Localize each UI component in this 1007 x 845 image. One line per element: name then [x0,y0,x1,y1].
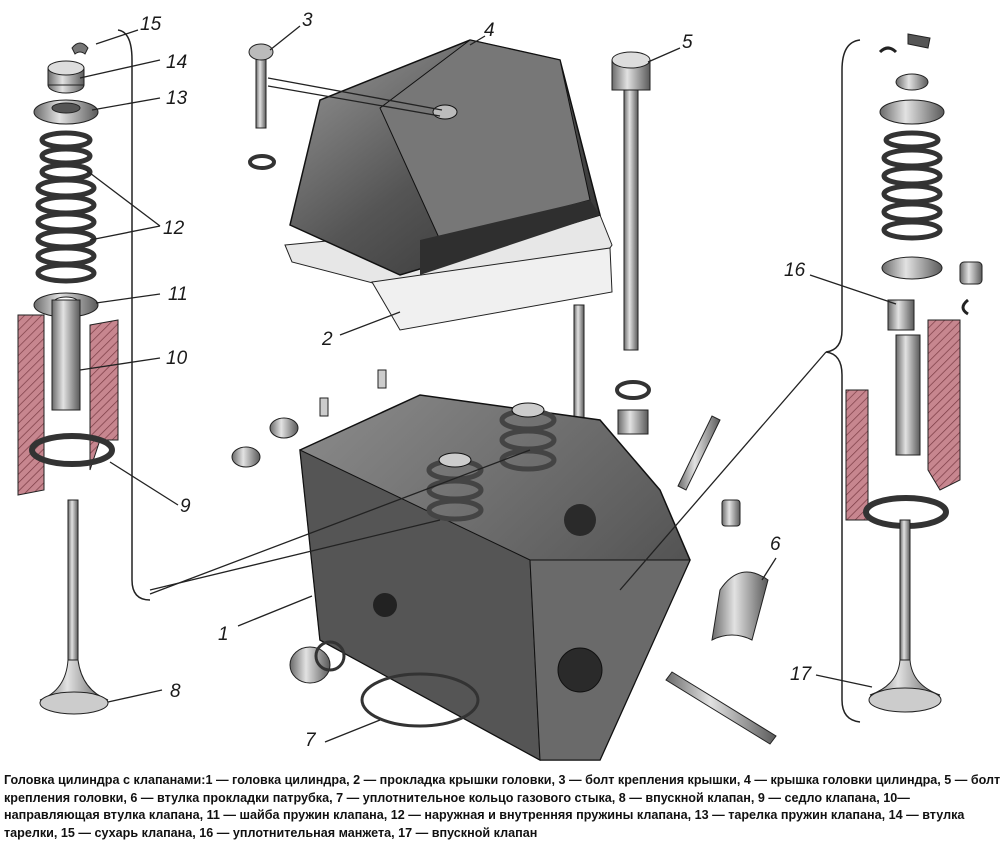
left-valve-assembly [17,29,151,715]
callout-17: 17 [790,664,813,685]
callout-12: 12 [163,218,185,239]
callout-4: 4 [484,20,495,41]
caption-title: Головка цилиндра с клапанами: [4,773,206,787]
callout-7: 7 [305,730,317,751]
pipe-sleeve [711,571,769,641]
callout-15: 15 [140,14,162,35]
callout-13: 13 [166,88,188,109]
right-valve-assembly [825,33,983,723]
leader-lines [79,25,897,743]
callout-10: 10 [166,348,188,369]
callout-16: 16 [784,260,806,281]
callout-3: 3 [302,10,313,31]
callout-14: 14 [166,52,187,73]
callout-9: 9 [180,496,191,517]
callout-8: 8 [170,681,181,702]
callout-labels: 1 2 3 4 5 6 7 8 9 10 11 12 13 14 15 16 1… [140,10,813,751]
callout-2: 2 [321,329,333,350]
head-bolt [611,51,651,435]
caption-text: 1 — головка цилиндра, 2 — прокладка крыш… [4,773,1001,840]
callout-1: 1 [218,624,229,645]
callout-5: 5 [682,32,693,53]
cylinder-head-cover [284,39,613,331]
figure-caption: Головка цилиндра с клапанами:1 — головка… [4,772,1002,842]
cover-bolt [248,43,276,170]
cylinder-head-body [299,394,691,761]
callout-6: 6 [770,534,781,555]
cylinder-head-exploded-view: 1 2 3 4 5 6 7 8 9 10 11 12 13 14 15 16 1… [17,10,983,761]
callout-11: 11 [168,284,188,305]
